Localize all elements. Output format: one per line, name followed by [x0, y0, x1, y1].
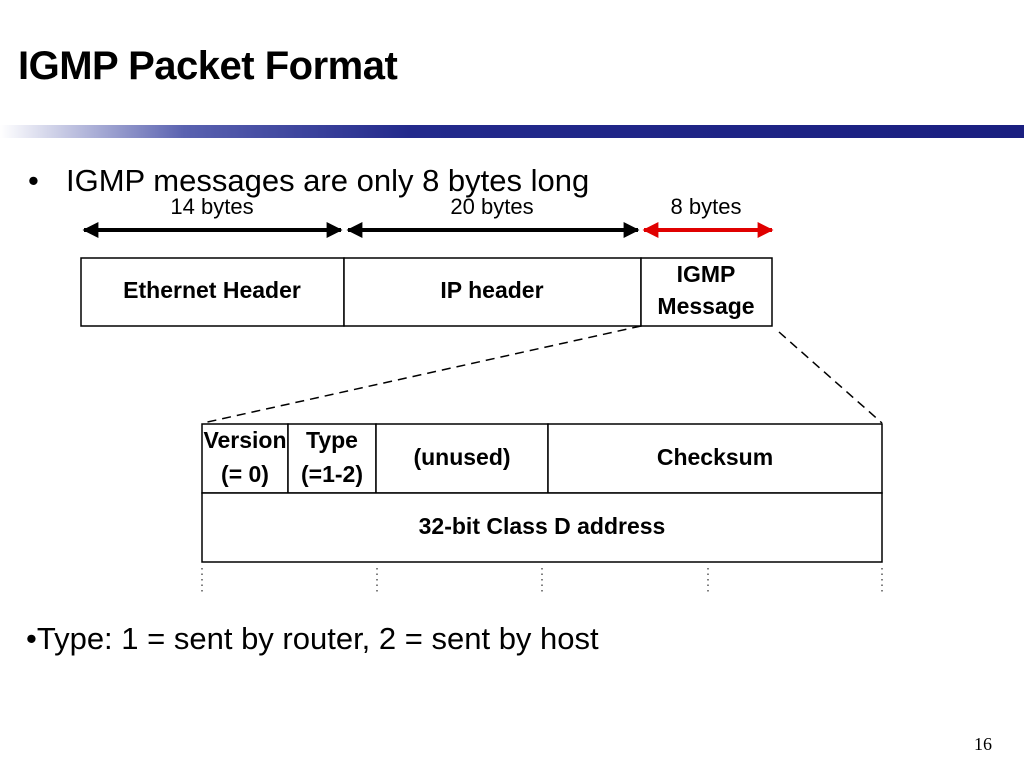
- bullet-marker: •: [28, 163, 39, 198]
- bullet-igmp-length: • IGMP messages are only 8 bytes long: [28, 163, 589, 199]
- byte-arrows: 14 bytes 20 bytes 8 bytes: [82, 194, 774, 238]
- type-label-line2: (=1-2): [301, 461, 363, 487]
- frame-boxes: Ethernet Header IP header IGMP Message: [80, 257, 773, 327]
- unused-label: (unused): [413, 444, 510, 470]
- ethernet-header-box: [80, 257, 345, 327]
- title-divider: [0, 125, 1024, 138]
- bullet-igmp-length-text: IGMP messages are only 8 bytes long: [66, 163, 590, 198]
- page-number: 16: [974, 734, 992, 754]
- ip-bytes-label: 20 bytes: [450, 194, 533, 219]
- igmp-message-detail: Version (= 0) Type (=1-2) (unused) Check…: [201, 423, 883, 563]
- igmp-message-box: [640, 257, 773, 327]
- checksum-field: [547, 423, 883, 494]
- zoom-line-left: [202, 325, 642, 424]
- slide-title: IGMP Packet Format: [18, 44, 398, 88]
- class-d-address-label: 32-bit Class D address: [419, 513, 666, 539]
- version-label-line1: Version: [203, 427, 286, 453]
- zoom-line-right: [778, 331, 883, 424]
- version-field: [201, 423, 289, 494]
- checksum-label: Checksum: [657, 444, 773, 470]
- bullet-type-meaning: •Type: 1 = sent by router, 2 = sent by h…: [26, 621, 599, 656]
- bit-boundary-ticks: [201, 568, 883, 592]
- ethernet-header-label: Ethernet Header: [123, 277, 301, 303]
- ip-header-label: IP header: [440, 277, 543, 303]
- igmp-message-label-line2: Message: [657, 293, 754, 319]
- ip-header-box: [343, 257, 642, 327]
- version-label-line2: (= 0): [221, 461, 269, 487]
- class-d-address-field: [201, 492, 883, 563]
- igmp-bytes-label: 8 bytes: [671, 194, 742, 219]
- type-label-line1: Type: [306, 427, 358, 453]
- unused-field: [375, 423, 549, 494]
- igmp-message-label-line1: IGMP: [677, 261, 736, 287]
- ethernet-bytes-label: 14 bytes: [170, 194, 253, 219]
